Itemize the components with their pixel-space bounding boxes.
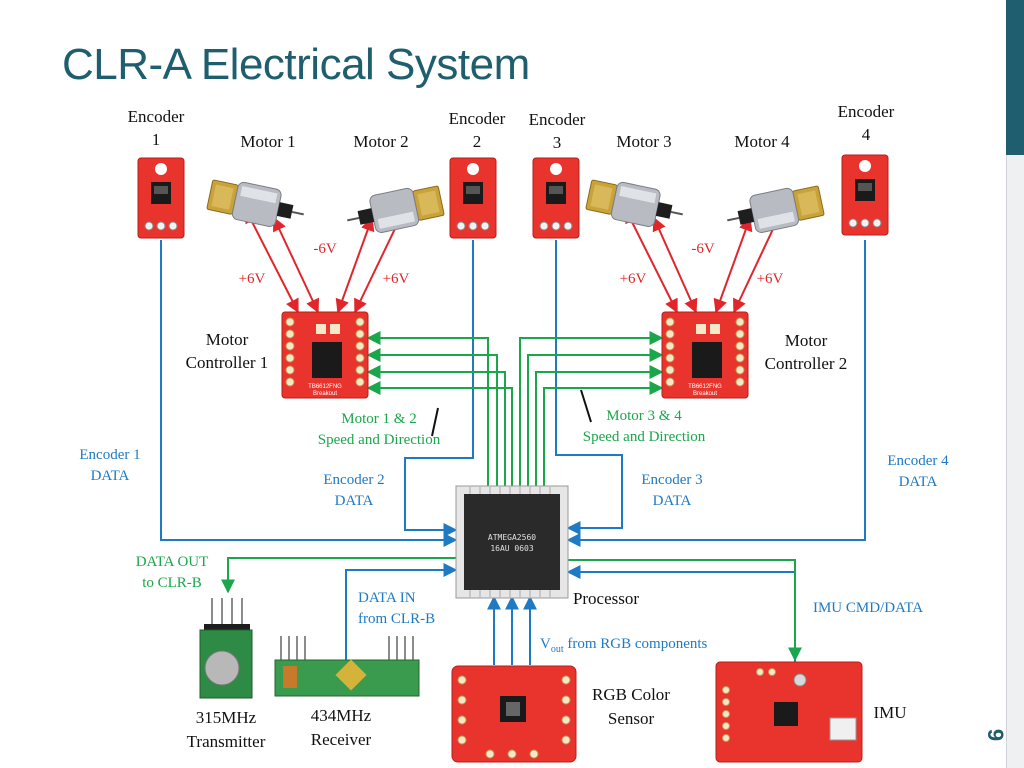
enc3-data-label: Encoder 3 — [641, 472, 702, 488]
motor4-label: Motor 4 — [734, 132, 790, 151]
encoder1-label: Encoder — [128, 107, 185, 126]
motor2-label: Motor 2 — [353, 132, 408, 151]
data-out-label: DATA OUT — [136, 554, 209, 570]
controller2-chip-label: TB6612FNG — [688, 384, 722, 390]
motor-controller2-board: TB6612FNG Breakout — [661, 311, 749, 399]
processor-label: Processor — [573, 589, 639, 608]
encoder2-board — [449, 157, 497, 239]
voltage-pos-m2: +6V — [383, 271, 410, 287]
encoder3-board — [532, 157, 580, 239]
speed-dir-12-sublabel: Speed and Direction — [318, 432, 441, 448]
pointer-speed-dir-34 — [580, 389, 592, 423]
controller2-chip-sublabel: Breakout — [693, 391, 717, 397]
encoder2-label: Encoder — [449, 109, 506, 128]
motor4-image — [722, 180, 827, 240]
wire-encoder2-data — [404, 240, 474, 537]
rgb-sensor-sublabel: Sensor — [608, 709, 655, 728]
controller2-number: Controller 2 — [765, 354, 848, 373]
side-bar-accent — [1006, 0, 1024, 155]
vout-rest: from RGB components — [564, 636, 708, 652]
processor-chip-sublabel: 16AU 0603 — [490, 544, 534, 553]
encoder4-number: 4 — [862, 125, 871, 144]
encoder4-label: Encoder — [838, 102, 895, 121]
encoder3-label: Encoder — [529, 110, 586, 129]
voltage-pos-m3: +6V — [620, 271, 647, 287]
speed-dir-12-label: Motor 1 & 2 — [341, 411, 416, 427]
wire-speed-dir-2c — [535, 365, 664, 488]
receiver-label: 434MHz — [311, 706, 372, 725]
vout-label: Vout from RGB components — [540, 636, 708, 655]
speed-dir-34-label: Motor 3 & 4 — [606, 408, 682, 424]
transmitter-sublabel: Transmitter — [187, 732, 266, 751]
wire-imu-cmd — [568, 559, 802, 662]
wire-speed-dir-1c — [366, 365, 506, 488]
data-in-sublabel: from CLR-B — [358, 611, 435, 627]
pointer-speed-dir-12 — [431, 407, 439, 437]
receiver-board — [274, 636, 420, 697]
vout-subscript: out — [551, 644, 564, 655]
wire-encoder4-data — [566, 240, 866, 547]
enc3-data-sublabel: DATA — [653, 493, 692, 509]
voltage-pos-m4: +6V — [757, 271, 784, 287]
speed-dir-34-sublabel: Speed and Direction — [583, 429, 706, 445]
imu-cmd-label: IMU CMD/DATA — [813, 600, 923, 616]
enc4-data-label: Encoder 4 — [887, 453, 949, 469]
encoder1-board — [137, 157, 185, 239]
rgb-sensor-board — [451, 665, 577, 763]
processor-chip: ATMEGA2560 16AU 0603 — [455, 485, 569, 599]
encoder4-board — [841, 154, 889, 236]
processor-chip-label: ATMEGA2560 — [488, 533, 536, 542]
wire-encoder3-data — [555, 240, 623, 535]
side-bar — [1006, 0, 1024, 768]
voltage-neg-left: -6V — [313, 241, 336, 257]
wire-speed-dir-2b — [527, 348, 664, 488]
wire-encoder1-data — [160, 240, 458, 547]
imu-label: IMU — [873, 703, 906, 722]
wire-data-out — [221, 557, 456, 594]
controller1-chip-sublabel: Breakout — [313, 391, 337, 397]
motor3-label: Motor 3 — [616, 132, 671, 151]
imu-board — [715, 661, 863, 763]
wire-speed-dir-1a — [366, 331, 489, 488]
data-in-label: DATA IN — [358, 590, 416, 606]
transmitter-label: 315MHz — [196, 708, 257, 727]
motor1-image — [204, 174, 309, 234]
enc1-data-sublabel: DATA — [91, 468, 130, 484]
controller1-label: Motor — [206, 330, 249, 349]
motor3-image — [583, 174, 688, 234]
wire-data-in — [345, 563, 458, 660]
encoder2-number: 2 — [473, 132, 482, 151]
motor-controller1-board: TB6612FNG Breakout — [281, 311, 369, 399]
enc2-data-sublabel: DATA — [335, 493, 374, 509]
slide-title: CLR-A Electrical System — [62, 40, 530, 89]
encoder1-number: 1 — [152, 130, 161, 149]
wire-speed-dir-1d — [366, 381, 513, 488]
enc1-data-label: Encoder 1 — [79, 447, 140, 463]
enc2-data-label: Encoder 2 — [323, 472, 384, 488]
wire-speed-dir-2d — [543, 381, 664, 488]
wire-power-m4-neg — [713, 216, 753, 314]
controller1-number: Controller 1 — [186, 353, 269, 372]
receiver-sublabel: Receiver — [311, 730, 372, 749]
enc4-data-sublabel: DATA — [899, 474, 938, 490]
motor1-label: Motor 1 — [240, 132, 295, 151]
controller2-label: Motor — [785, 331, 828, 350]
controller1-chip-label: TB6612FNG — [308, 384, 342, 390]
wire-power-m1-neg — [273, 216, 319, 314]
wires — [160, 208, 866, 665]
wire-speed-dir-2a — [519, 331, 664, 488]
transmitter-board — [199, 598, 253, 699]
vout-main: V — [540, 636, 551, 652]
voltage-neg-right: -6V — [691, 241, 714, 257]
encoder3-number: 3 — [553, 133, 562, 152]
wire-speed-dir-1b — [366, 348, 498, 488]
wire-power-m3-neg — [652, 216, 698, 314]
wire-power-m2-neg — [335, 216, 375, 314]
voltage-pos-m1: +6V — [239, 271, 266, 287]
data-out-sublabel: to CLR-B — [142, 575, 202, 591]
rgb-sensor-label: RGB Color — [592, 685, 670, 704]
